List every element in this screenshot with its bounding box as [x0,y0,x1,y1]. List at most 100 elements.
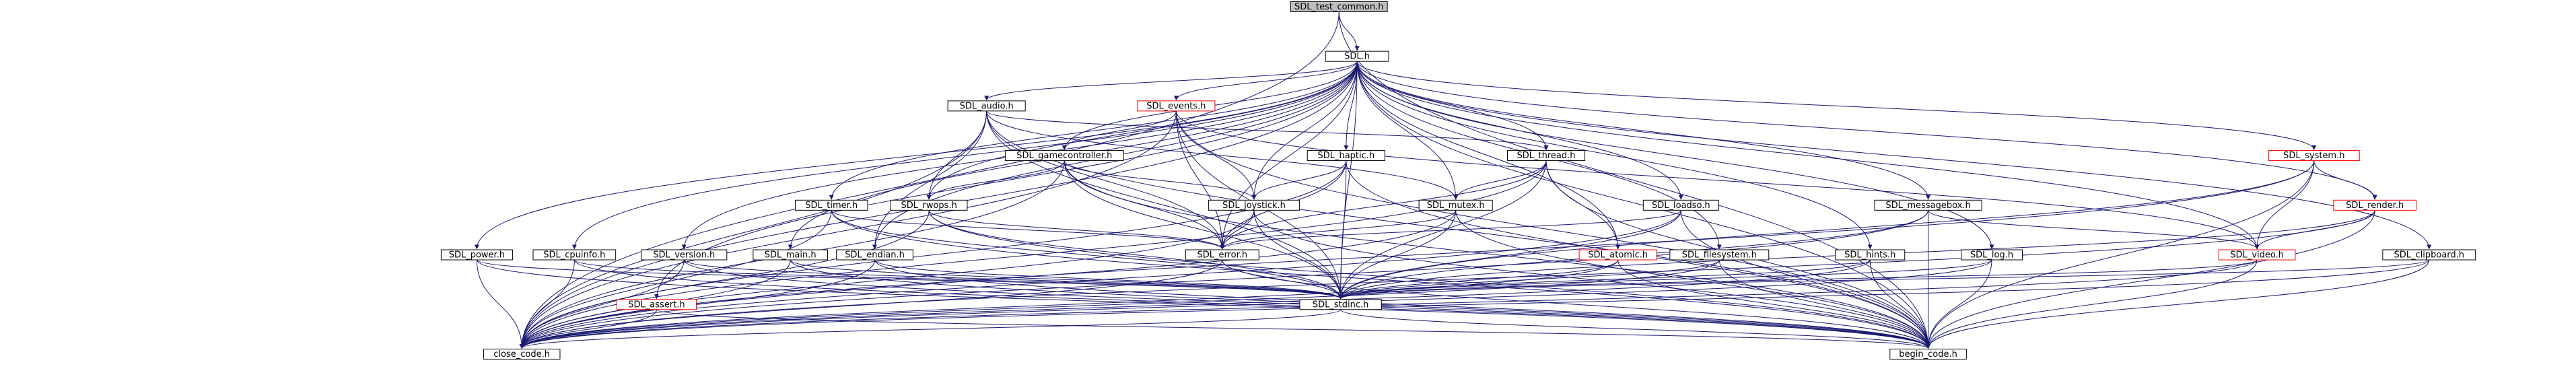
edge-sdl-to-power [474,61,1358,250]
node-log[interactable]: SDL_log.h [1961,249,2023,261]
node-video[interactable]: SDL_video.h [2218,249,2296,261]
node-hints[interactable]: SDL_hints.h [1835,249,1906,261]
edge-sdl-to-video [1356,61,2260,250]
edge-power-to-close [476,260,524,349]
edge-mutex-to-error [1220,210,1457,250]
node-box-loadso[interactable] [1642,199,1719,211]
node-assert[interactable]: SDL_assert.h [616,299,697,310]
node-clipboard[interactable]: SDL_clipboard.h [2382,249,2476,261]
node-label-error: SDL_error.h [1197,250,1247,261]
node-mutex[interactable]: SDL_mutex.h [1418,199,1493,211]
node-box-cpuinfo[interactable] [532,249,617,261]
node-box-timer[interactable] [794,199,868,211]
node-box-clipboard[interactable] [2382,249,2476,261]
node-box-thread[interactable] [1506,150,1586,162]
node-box-atomic[interactable] [1578,249,1657,261]
edge-system-to-video [2254,160,2315,250]
node-label-hints: SDL_hints.h [1844,250,1895,261]
node-thread[interactable]: SDL_thread.h [1506,150,1586,162]
node-loadso[interactable]: SDL_loadso.h [1642,199,1719,211]
edge-atomic-to-close [519,259,1619,349]
edge-assert-to-close [519,309,657,349]
node-messagebox[interactable]: SDL_messagebox.h [1874,199,1982,211]
node-label-atomic: SDL_atomic.h [1588,250,1648,261]
node-box-endian[interactable] [836,249,913,261]
edge-sdl-to-error [1220,61,1358,250]
node-error[interactable]: SDL_error.h [1185,249,1259,261]
node-stdinc[interactable]: SDL_stdinc.h [1299,299,1382,310]
node-box-hints[interactable] [1835,249,1906,261]
edge-events-to-video [1175,110,2260,250]
edge-video-to-stdinc [1338,259,2258,300]
node-box-version[interactable] [641,249,728,261]
node-version[interactable]: SDL_version.h [641,249,728,261]
node-audio[interactable]: SDL_audio.h [947,100,1026,112]
node-box-sdl[interactable] [1325,50,1389,62]
node-timer[interactable]: SDL_timer.h [794,199,868,211]
edge-gamecontroller-to-rwops [926,160,1065,200]
node-box-joystick[interactable] [1208,199,1300,211]
node-main[interactable]: SDL_main.h [753,249,828,261]
edge-audio-to-mutex [986,110,1459,200]
node-box-rwops[interactable] [890,199,968,211]
node-label-assert: SDL_assert.h [628,300,685,310]
node-box-gamecontroller[interactable] [1004,150,1124,162]
node-atomic[interactable]: SDL_atomic.h [1578,249,1657,261]
node-close[interactable]: close_code.h [483,348,561,359]
edge-joystick-to-error [1220,210,1255,250]
edge-render-to-close [519,210,2375,349]
edge-mutex-to-begin [1455,210,1931,349]
edge-stdinc-to-close [519,309,1342,349]
node-render[interactable]: SDL_render.h [2333,199,2417,211]
edge-mutex-to-stdinc [1338,210,1457,300]
node-box-render[interactable] [2333,199,2417,211]
node-box-video[interactable] [2218,249,2296,261]
node-events[interactable]: SDL_events.h [1137,100,1216,112]
edge-sdl-to-log [1356,61,1994,250]
node-label-begin: begin_code.h [1899,349,1957,359]
node-test_common[interactable]: SDL_test_common.h [1290,1,1388,12]
node-box-log[interactable] [1961,249,2023,261]
node-box-begin[interactable] [1889,348,1967,359]
node-box-close[interactable] [483,348,561,359]
node-joystick[interactable]: SDL_joystick.h [1208,199,1300,211]
node-box-haptic[interactable] [1307,150,1385,162]
node-box-audio[interactable] [947,100,1026,112]
node-begin[interactable]: begin_code.h [1889,348,1967,359]
node-box-assert[interactable] [616,299,697,310]
node-system[interactable]: SDL_system.h [2268,150,2360,162]
node-power[interactable]: SDL_power.h [440,249,513,261]
edge-sdl-to-audio [984,61,1358,101]
node-label-haptic: SDL_haptic.h [1317,151,1374,161]
edge-sdl-to-hints [1356,61,1873,250]
edge-loadso-to-error [1220,209,1681,250]
node-box-error[interactable] [1185,249,1259,261]
edge-version-to-close [519,260,685,349]
edge-gamecontroller-to-begin [1064,160,1930,349]
edge-timer-to-close [519,210,832,349]
node-gamecontroller[interactable]: SDL_gamecontroller.h [1004,150,1124,162]
node-box-test_common[interactable] [1290,1,1388,12]
edge-gamecontroller-to-stdinc [1064,160,1344,300]
node-cpuinfo[interactable]: SDL_cpuinfo.h [532,249,617,261]
node-box-events[interactable] [1137,100,1216,112]
node-box-filesystem[interactable] [1669,249,1770,261]
node-box-stdinc[interactable] [1299,299,1382,310]
edge-error-to-stdinc [1222,259,1344,300]
node-sdl[interactable]: SDL.h [1325,50,1389,62]
node-box-system[interactable] [2268,150,2360,162]
edge-clipboard-to-close [519,259,2430,349]
node-rwops[interactable]: SDL_rwops.h [890,199,968,211]
node-filesystem[interactable]: SDL_filesystem.h [1669,249,1770,261]
node-haptic[interactable]: SDL_haptic.h [1307,150,1385,162]
edge-rwops-to-error [928,210,1225,250]
node-label-system: SDL_system.h [2283,151,2344,161]
node-box-mutex[interactable] [1418,199,1493,211]
node-box-power[interactable] [440,249,513,261]
edge-sdl-to-messagebox [1356,61,1930,200]
node-box-messagebox[interactable] [1874,199,1982,211]
node-box-main[interactable] [753,249,828,261]
node-endian[interactable]: SDL_endian.h [836,249,913,261]
edge-system-to-close [519,160,2315,349]
